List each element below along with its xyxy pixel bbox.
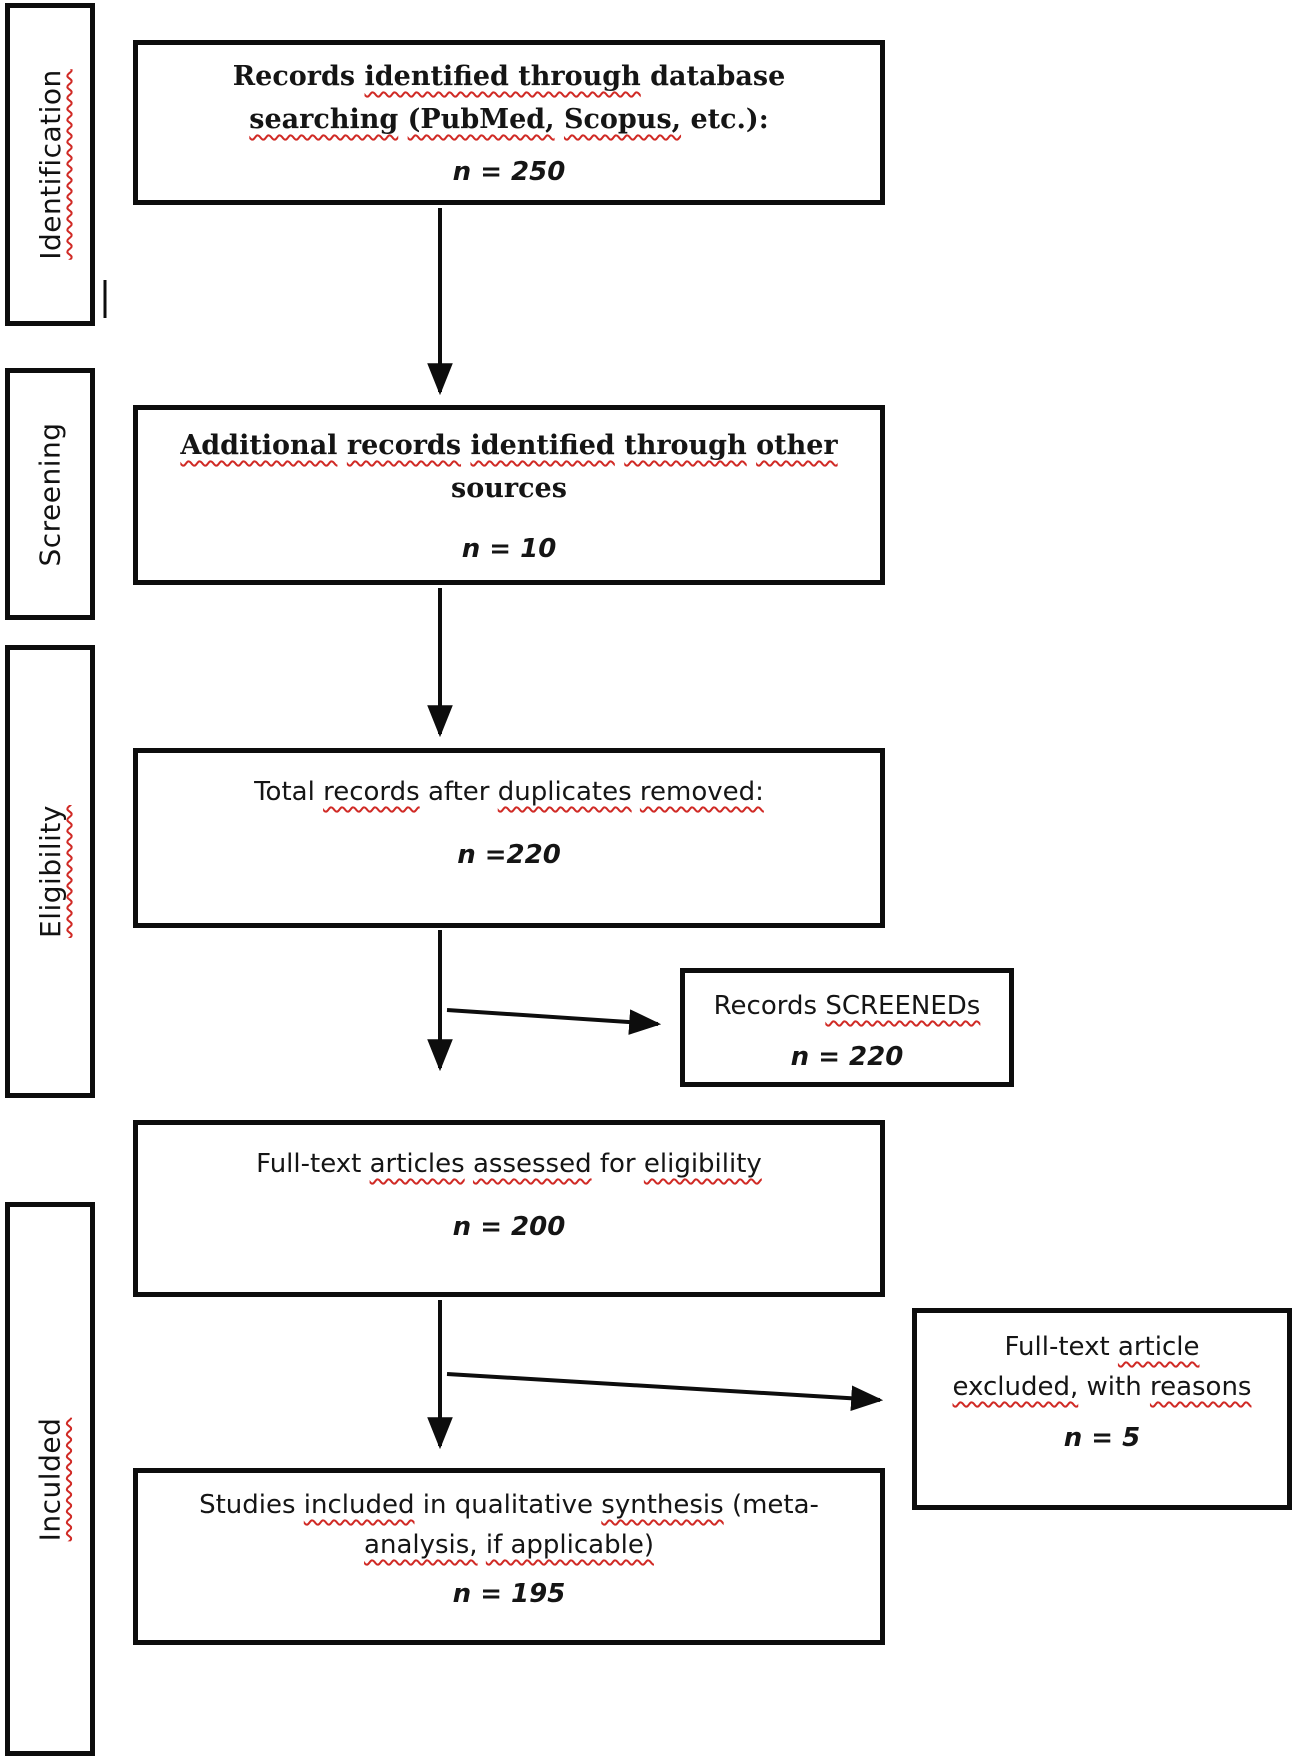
- records-identified-text: Records identified through database searc…: [138, 55, 880, 141]
- fulltext-assessed-text: Full-text articles assessed for eligibil…: [138, 1143, 880, 1186]
- text-run: with: [1078, 1372, 1150, 1402]
- misspelled-word: article: [1117, 1332, 1200, 1362]
- misspelled-word: synthesis: [601, 1490, 724, 1520]
- stage-label-eligibility: Eligibility: [33, 805, 67, 938]
- text-run: [465, 1149, 473, 1179]
- misspelled-word: SCREENEDs: [825, 991, 981, 1021]
- text-run: (meta-: [723, 1490, 819, 1520]
- misspelled-word: other: [756, 430, 838, 461]
- stage-box-screening: Screening: [5, 368, 95, 620]
- misspelled-word: searching: [249, 104, 399, 135]
- text-run: Full-text: [1004, 1332, 1118, 1362]
- text-run: [555, 104, 564, 135]
- misspelled-word: included: [303, 1490, 415, 1520]
- arrow-branch-to-excluded: [446, 1372, 884, 1412]
- misspelled-word: articles: [369, 1149, 465, 1179]
- fulltext-excluded-text: Full-text article excluded, with reasons: [917, 1327, 1287, 1407]
- misspelled-word: through: [624, 430, 747, 461]
- text-run: Records: [713, 991, 826, 1021]
- misspelled-word: identified through: [364, 61, 641, 92]
- misspelled-word: if applicable): [485, 1530, 654, 1560]
- studies-included-count: n = 195: [452, 1579, 566, 1609]
- records-identified-count: n = 250: [452, 157, 566, 187]
- text-run: [632, 777, 640, 807]
- misspelled-word: excluded,: [952, 1372, 1079, 1402]
- duplicates-removed-box: Total records after duplicates removed: …: [133, 748, 885, 928]
- fulltext-excluded-count: n = 5: [1063, 1423, 1141, 1453]
- text-run: for: [591, 1149, 644, 1179]
- fulltext-assessed-box: Full-text articles assessed for eligibil…: [133, 1120, 885, 1297]
- text-run: [615, 430, 624, 461]
- fulltext-assessed-count: n = 200: [452, 1212, 566, 1242]
- text-run: [337, 430, 346, 461]
- duplicates-removed-count: n =220: [457, 840, 561, 870]
- misspelled-word: reasons: [1149, 1372, 1252, 1402]
- stage-box-included: Inculded: [5, 1202, 95, 1756]
- arrow-branch-to-screened: [446, 1008, 662, 1035]
- stage-box-eligibility: Eligibility: [5, 645, 95, 1098]
- records-screened-text: Records SCREENEDs: [685, 985, 1009, 1028]
- misspelled-word: records: [323, 777, 420, 807]
- text-run: after: [419, 777, 498, 807]
- records-screened-count: n = 220: [790, 1042, 904, 1072]
- additional-records-box: Additional records identified through ot…: [133, 405, 885, 585]
- misspelled-word: analysis,: [364, 1530, 478, 1560]
- stage-box-identification: Identification: [5, 3, 95, 326]
- text-run: sources: [451, 473, 567, 504]
- text-run: Studies: [199, 1490, 304, 1520]
- studies-included-box: Studies included in qualitative synthesi…: [133, 1468, 885, 1645]
- stage-label-screening: Screening: [33, 421, 67, 567]
- stage-label-included: Inculded: [33, 1417, 67, 1541]
- records-screened-box: Records SCREENEDs n = 220: [680, 968, 1014, 1087]
- text-run: etc.):: [681, 104, 769, 135]
- duplicates-removed-text: Total records after duplicates removed:: [138, 771, 880, 814]
- misspelled-word: assessed: [472, 1149, 592, 1179]
- misspelled-word: identified: [470, 430, 615, 461]
- additional-records-count: n = 10: [461, 534, 557, 564]
- misspelled-word: eligibility: [643, 1149, 762, 1179]
- text-run: Total: [254, 777, 324, 807]
- text-run: [398, 104, 407, 135]
- additional-records-text: Additional records identified through ot…: [138, 424, 880, 510]
- text-run: in qualitative: [414, 1490, 602, 1520]
- records-identified-box: Records identified through database searc…: [133, 40, 885, 205]
- text-run: [478, 1530, 486, 1560]
- misspelled-word: duplicates: [497, 777, 632, 807]
- misspelled-word: removed:: [639, 777, 764, 807]
- studies-included-text: Studies included in qualitative synthesi…: [138, 1485, 880, 1565]
- text-run: Records: [232, 61, 365, 92]
- misspelled-word: Additional: [180, 430, 338, 461]
- stage-label-identification: Identification: [33, 69, 67, 260]
- misspelled-word: Scopus,: [563, 104, 682, 135]
- misspelled-word: (PubMed,: [407, 104, 555, 135]
- text-run: Full-text: [256, 1149, 370, 1179]
- text-run: [747, 430, 756, 461]
- misspelled-word: records: [346, 430, 462, 461]
- text-run: database: [640, 61, 786, 92]
